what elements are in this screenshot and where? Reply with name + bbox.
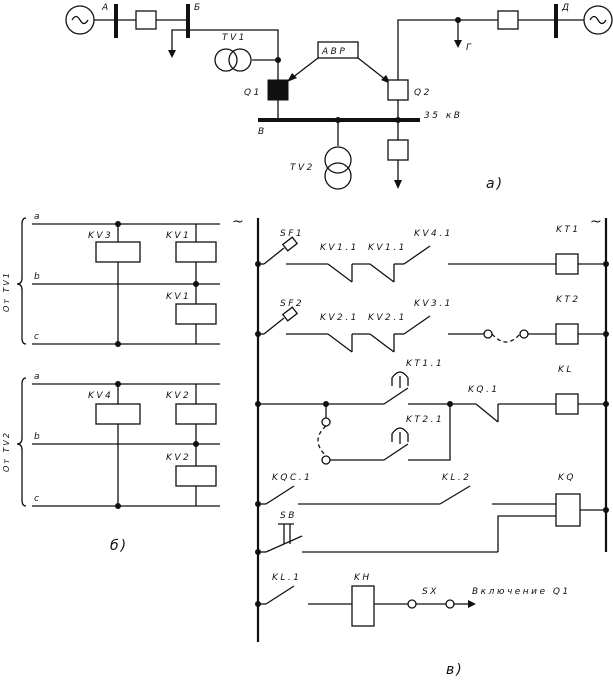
kt1-1-delay-icon <box>391 371 409 388</box>
sx-left-terminal-icon <box>407 599 417 609</box>
relay-kv2-upper <box>175 403 217 425</box>
kv3-1-label: KV3.1 <box>414 299 453 309</box>
avr-block <box>317 41 359 59</box>
kl-1-label: KL.1 <box>272 573 302 583</box>
kt2-1-delay-icon <box>391 427 409 444</box>
load-arrow-b-icon <box>168 50 176 58</box>
relay-kv3 <box>95 241 141 263</box>
tv2-winding-1 <box>324 146 352 174</box>
kv3-label: KV3 <box>88 231 113 241</box>
kt1-label: KT1 <box>556 225 581 235</box>
kv1-1a-label: KV1.1 <box>320 243 359 253</box>
kv4-1-label: KV4.1 <box>414 229 453 239</box>
relay-kv1-lower <box>175 303 217 325</box>
caption-v: в) <box>446 662 464 678</box>
bus-a-label: А <box>101 3 111 13</box>
tv1-winding-1 <box>214 48 238 72</box>
part-a-single-line-diagram: А Б TV1 Q1 АВР Д Г <box>65 3 613 192</box>
link-jumper <box>491 333 521 343</box>
kq-1-label: KQ.1 <box>468 385 500 395</box>
ac-right-label: ~ <box>590 214 604 230</box>
tv2-brace <box>16 377 27 507</box>
ac-left-label: ~ <box>232 214 246 230</box>
kl-label: KL <box>558 365 574 375</box>
tv1-phase-b: b <box>34 272 42 282</box>
part-b-relay-circuits: a b c От TV1 KV3 KV1 KV1 a b c От TV2 KV… <box>2 212 220 554</box>
tv1-winding-2 <box>228 48 252 72</box>
kt-link-jumper <box>317 425 327 457</box>
feeder-arrow-icon <box>394 180 402 189</box>
from-tv1-label: От TV1 <box>2 271 11 312</box>
output-arrow-icon <box>468 600 476 608</box>
tv2-phase-b: b <box>34 432 42 442</box>
q1-label: Q1 <box>244 88 262 98</box>
link-right-icon <box>519 329 529 339</box>
tv1-phase-a: a <box>34 212 42 222</box>
relay-kv1-upper <box>175 241 217 263</box>
avr-to-q1-arrow-icon <box>287 73 297 82</box>
tv2-winding-2 <box>324 162 352 190</box>
kt1-1-label: KT1.1 <box>406 359 444 369</box>
bus-v-label: В <box>258 127 267 137</box>
kqc-1-label: KQC.1 <box>272 473 312 483</box>
tv2-label: TV2 <box>290 163 315 173</box>
timer-kt2 <box>555 323 579 345</box>
tv2-phase-c: c <box>34 494 41 504</box>
line-breaker-left <box>135 10 157 30</box>
sx-right-terminal-icon <box>445 599 455 609</box>
relay-kv4 <box>95 403 141 425</box>
caption-a: а) <box>486 176 504 192</box>
tv2-phase-a: a <box>34 372 42 382</box>
kv1-lower-label: KV1 <box>166 292 191 302</box>
sf2-trip <box>281 306 299 322</box>
from-tv2-label: От TV2 <box>2 431 11 472</box>
feeder-breaker <box>387 139 409 161</box>
tv1-label: TV1 <box>222 33 247 43</box>
bus-b-label: Б <box>194 3 203 13</box>
breaker-q1 <box>267 79 289 101</box>
kt2-1-label: KT2.1 <box>406 415 444 425</box>
part-v-control-circuit: ~ ~ SF1 KV1.1 KV1.1 KV4.1 KT1 SF2 KV <box>232 214 609 678</box>
voltage-label: 35 кВ <box>424 111 462 121</box>
relay-kq <box>555 493 581 527</box>
sx-label: SX <box>422 587 439 597</box>
relay-kv2-lower <box>175 465 217 487</box>
sf1-trip <box>281 236 299 252</box>
timer-kt1 <box>555 253 579 275</box>
avr-label: АВР <box>321 47 347 57</box>
q2-label: Q2 <box>414 88 432 98</box>
sine-left-icon <box>71 15 89 25</box>
sine-right-icon <box>589 15 607 25</box>
sf1-label: SF1 <box>280 229 304 239</box>
kl-2-label: KL.2 <box>442 473 472 483</box>
kq-label: KQ <box>558 473 576 483</box>
sb-pushbutton-icon <box>278 523 294 544</box>
kh-label: KH <box>354 573 372 583</box>
tv1-brace <box>16 217 27 345</box>
bus-d-label: Д <box>561 3 572 13</box>
kt2-label: KT2 <box>556 295 581 305</box>
kv4-label: KV4 <box>88 391 113 401</box>
tv1-phase-c: c <box>34 332 41 342</box>
kv2-1a-label: KV2.1 <box>320 313 359 323</box>
kv2-upper-label: KV2 <box>166 391 191 401</box>
kv2-lower-label: KV2 <box>166 453 191 463</box>
kv1-upper-label: KV1 <box>166 231 191 241</box>
kv1-1b-label: KV1.1 <box>368 243 407 253</box>
breaker-q2 <box>387 79 409 101</box>
sb-label: SB <box>280 511 297 521</box>
link-left-icon <box>483 329 493 339</box>
sf2-label: SF2 <box>280 299 304 309</box>
line-breaker-right <box>497 10 519 30</box>
relay-kl <box>555 393 579 415</box>
kv2-1b-label: KV2.1 <box>368 313 407 323</box>
switch-on-q1-label: Включение Q1 <box>472 587 571 597</box>
bus-g-label: Г <box>466 43 474 53</box>
caption-b: б) <box>110 538 128 554</box>
indicator-kh <box>351 585 375 627</box>
load-arrow-g-icon <box>454 40 462 48</box>
